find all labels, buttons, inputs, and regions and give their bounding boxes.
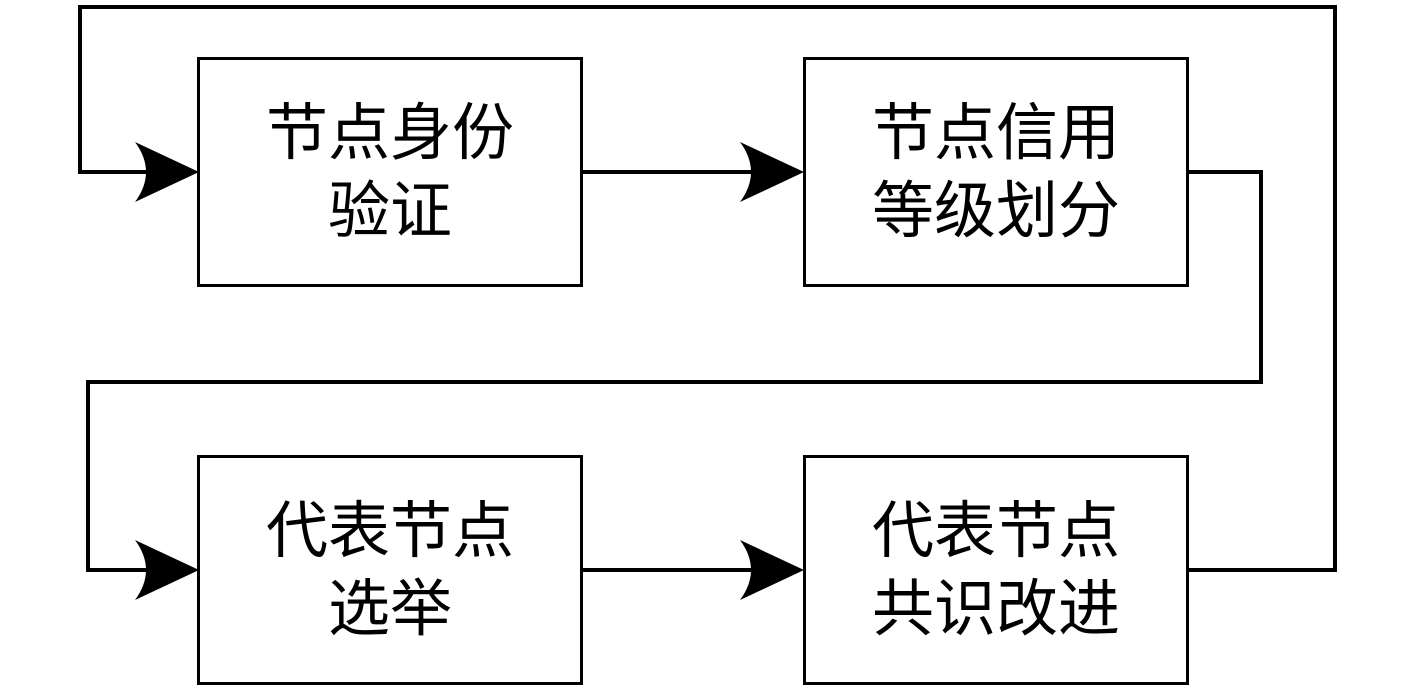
edge-credit-to-election: [86, 170, 1263, 572]
node-credit-level: 节点信用 等级划分: [803, 57, 1189, 287]
edge-identity-to-credit: [582, 142, 804, 202]
node-label-line: 节点身份: [265, 96, 514, 169]
arrowhead-icon: [740, 540, 804, 600]
node-label-line: 选举: [327, 572, 452, 645]
node-label-line: 验证: [327, 174, 452, 247]
arrowhead-icon: [740, 142, 804, 202]
node-label-line: 节点信用: [871, 96, 1120, 169]
arrowhead-icon: [135, 540, 199, 600]
node-consensus-improvement: 代表节点 共识改进: [803, 455, 1189, 685]
edge-consensus-to-identity: [78, 5, 1337, 572]
node-label-line: 共识改进: [871, 572, 1120, 645]
node-identity-verification: 节点身份 验证: [197, 57, 583, 287]
arrowhead-icon: [135, 142, 199, 202]
node-label-line: 代表节点: [265, 494, 514, 567]
edge-election-to-consensus: [582, 540, 804, 600]
node-label-line: 等级划分: [871, 174, 1120, 247]
node-label-line: 代表节点: [871, 494, 1120, 567]
node-representative-election: 代表节点 选举: [197, 455, 583, 685]
